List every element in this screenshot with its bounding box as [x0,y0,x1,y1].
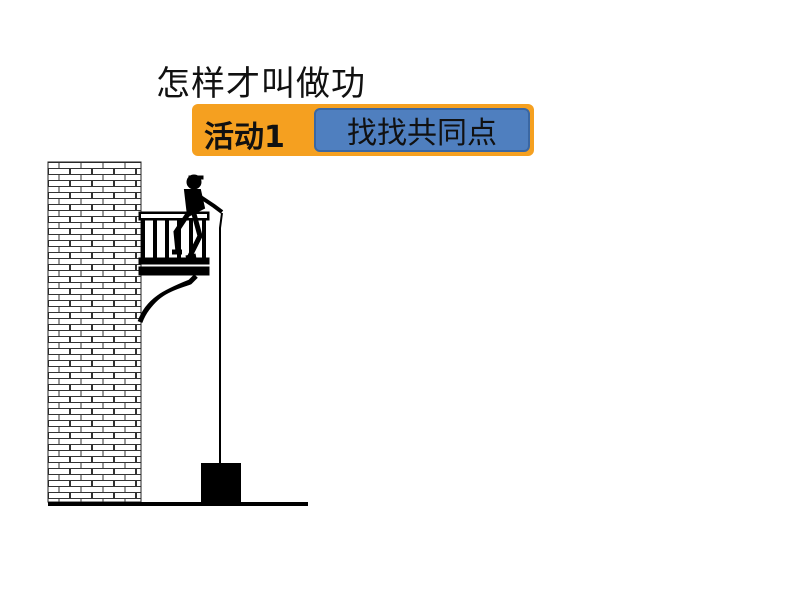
person-figure [172,174,224,261]
activity-label: 活动1 [204,120,285,155]
balcony [138,211,210,276]
slide-title: 怎样才叫做功 [156,64,366,104]
balcony-support [137,274,198,323]
weight-block [201,463,241,504]
activity-task-button[interactable]: 找找共同点 [314,108,530,152]
rope [219,212,223,464]
brick-wall [47,161,142,503]
